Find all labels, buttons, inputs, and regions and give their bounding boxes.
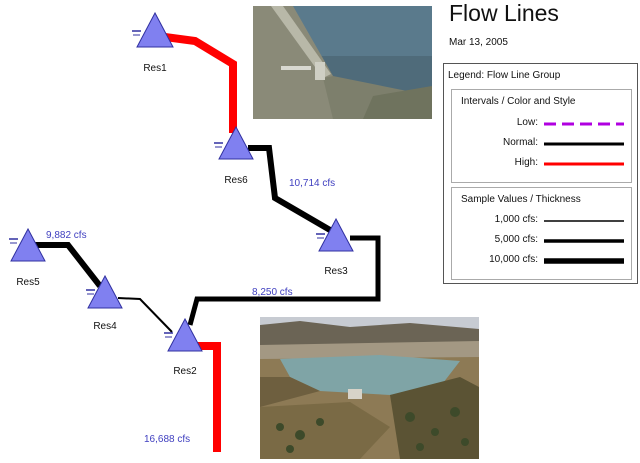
flow-label-res6-res3: 10,714 cfs — [289, 178, 335, 189]
legend-intervals-title: Intervals / Color and Style — [461, 96, 576, 107]
flow-line-res5-res4[interactable] — [30, 242, 103, 288]
legend-low-swatch — [544, 122, 624, 126]
node-res5[interactable]: Res5 — [9, 227, 46, 288]
flow-line-res6-res3[interactable] — [248, 145, 332, 233]
legend-samples-group: Sample Values / Thickness 1,000 cfs: 5,0… — [451, 187, 632, 280]
legend-title: Legend: Flow Line Group — [448, 70, 561, 81]
legend-low-label: Low: — [516, 117, 538, 128]
date-label: Mar 13, 2005 — [449, 37, 508, 48]
reservoir-icon — [167, 317, 203, 352]
page-title: Flow Lines — [449, 0, 559, 26]
legend-1000-label: 1,000 cfs: — [494, 214, 538, 225]
reservoir-icon — [318, 217, 354, 252]
legend-samples-title: Sample Values / Thickness — [461, 194, 581, 205]
node-label-res1: Res1 — [143, 63, 167, 74]
node-res3[interactable]: Res3 — [316, 217, 354, 277]
legend-5000-swatch — [544, 239, 624, 243]
legend-1000-swatch — [544, 220, 624, 222]
legend-10000-label: 10,000 cfs: — [489, 254, 538, 265]
node-label-res2: Res2 — [173, 366, 197, 377]
node-res4[interactable]: Res4 — [86, 274, 123, 332]
legend-high-label: High: — [514, 157, 538, 168]
legend-10000-swatch — [544, 258, 624, 264]
legend-normal-label: Normal: — [502, 137, 538, 148]
reservoir-landscape-photo — [260, 317, 479, 459]
legend-panel: Legend: Flow Line Group Intervals / Colo… — [443, 63, 638, 284]
dam-aerial-photo — [253, 6, 432, 119]
node-label-res3: Res3 — [324, 266, 348, 277]
flow-label-res5-res4: 9,882 cfs — [46, 230, 87, 241]
flow-line-res3-res2[interactable] — [187, 235, 381, 326]
flow-label-res3-res2: 8,250 cfs — [252, 287, 293, 298]
node-res2[interactable]: Res2 — [164, 317, 203, 377]
node-res1[interactable]: Res1 — [132, 11, 174, 74]
node-label-res5: Res5 — [16, 277, 40, 288]
reservoir-icon — [218, 125, 254, 160]
legend-intervals-group: Intervals / Color and Style Low: Normal:… — [451, 89, 632, 183]
reservoir-icon — [87, 274, 123, 309]
node-res6[interactable]: Res6 — [214, 125, 254, 186]
flow-label-res2-outflow: 16,688 cfs — [144, 434, 190, 445]
node-label-res6: Res6 — [224, 175, 248, 186]
reservoir-icon — [136, 11, 174, 48]
legend-high-swatch — [544, 162, 624, 166]
legend-normal-swatch — [544, 142, 624, 146]
legend-5000-label: 5,000 cfs: — [494, 234, 538, 245]
flow-line-res1-res6[interactable] — [164, 33, 237, 133]
flow-line-res4-res2[interactable] — [117, 297, 173, 333]
flow-line-res2-outflow[interactable] — [197, 342, 221, 452]
node-label-res4: Res4 — [93, 321, 117, 332]
reservoir-icon — [10, 227, 46, 262]
